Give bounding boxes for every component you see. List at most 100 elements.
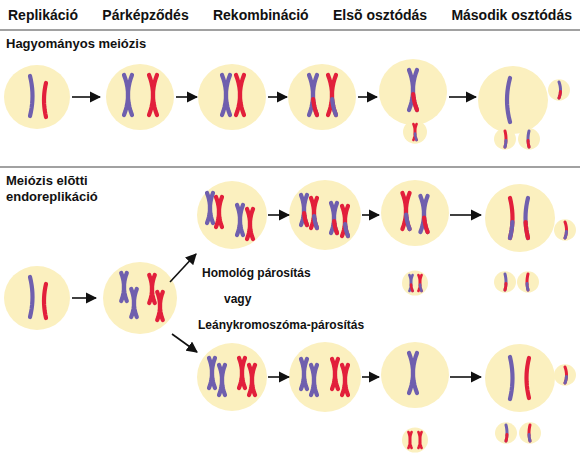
chromatid	[44, 83, 46, 117]
chromatid	[420, 432, 422, 448]
cell	[381, 180, 449, 246]
cell	[519, 422, 541, 443]
chromatid	[252, 365, 255, 395]
chromatid	[313, 75, 317, 115]
recombined-segment	[413, 94, 417, 110]
cell	[485, 184, 555, 252]
step-arrow	[72, 297, 96, 299]
step-arrow	[450, 214, 481, 216]
column-header: Párképződés	[102, 7, 188, 24]
chromatid	[335, 359, 338, 389]
chromatid	[219, 197, 222, 227]
cell	[495, 422, 517, 443]
cell	[402, 270, 428, 295]
recombined-segment	[527, 141, 531, 147]
chromatid	[250, 209, 253, 239]
chromatid	[424, 196, 428, 232]
recombined-segment	[504, 284, 508, 290]
recombined-segment	[510, 222, 512, 238]
chromatid	[210, 193, 213, 223]
step-arrow	[72, 96, 100, 98]
cell	[494, 128, 516, 149]
chromatid	[44, 284, 46, 318]
cell	[4, 266, 70, 330]
cell	[198, 64, 266, 130]
recombined-segment	[505, 435, 509, 441]
chromatid	[304, 359, 307, 389]
chromatid	[153, 75, 157, 115]
chromatid	[410, 432, 412, 448]
cell	[197, 181, 267, 249]
cell	[402, 427, 428, 452]
chromatid	[413, 70, 417, 110]
column-header: Rekombináció	[213, 7, 309, 24]
chromatid	[124, 273, 127, 301]
step-arrow	[268, 376, 289, 378]
chromatid	[332, 75, 336, 115]
chromatid	[30, 277, 33, 317]
cell	[517, 271, 539, 292]
cell	[518, 128, 540, 149]
cell	[288, 64, 356, 130]
chromatid	[242, 358, 245, 388]
cell	[478, 66, 548, 134]
cell	[554, 219, 576, 240]
header-rule	[0, 29, 580, 30]
cell	[379, 59, 447, 125]
chromatid	[507, 78, 510, 122]
section-title: Meiózis elõtti endoreplikáció	[6, 173, 156, 204]
chromosomes	[30, 70, 567, 448]
recombined-segment	[313, 99, 317, 115]
recombined-segment	[528, 435, 532, 441]
chromatid	[160, 292, 163, 320]
column-header: Elsõ osztódás	[333, 7, 427, 24]
chromatid	[345, 365, 348, 395]
cell	[494, 271, 516, 292]
chromatid	[510, 357, 513, 399]
pairing-label: vagy	[224, 292, 251, 306]
recombined-segment	[304, 213, 307, 225]
chromatid	[314, 365, 317, 395]
column-header-row: Replikáció Párképződés Rekombináció Elsõ os…	[0, 7, 580, 24]
chromatid	[30, 76, 33, 116]
step-arrow	[450, 376, 481, 378]
chromatid	[334, 203, 337, 233]
chromatid	[406, 193, 410, 229]
chromatid	[527, 358, 530, 398]
cells	[4, 59, 576, 453]
recombined-segment	[424, 218, 427, 232]
recombined-segment	[565, 377, 566, 383]
chromatid	[505, 131, 506, 147]
chromatid	[565, 222, 567, 238]
chromatid	[240, 205, 243, 235]
recombined-segment	[504, 141, 508, 147]
chromatid	[134, 289, 137, 317]
cell	[106, 64, 174, 130]
cell	[197, 343, 267, 411]
chromatid	[314, 198, 317, 228]
chromatid	[559, 82, 561, 98]
cell	[485, 344, 555, 412]
chromatid	[222, 365, 225, 395]
recombined-segment	[411, 285, 413, 291]
chromatid	[415, 124, 417, 140]
recombined-segment	[565, 232, 566, 238]
step-arrow	[268, 96, 287, 98]
section-title: Hagyományos meiózis	[6, 36, 146, 52]
recombined-segment	[415, 134, 417, 140]
column-header: Replikáció	[8, 7, 78, 24]
cell	[289, 180, 361, 250]
chromatid	[528, 131, 529, 147]
chromatid	[226, 75, 230, 115]
chromatid	[505, 274, 506, 290]
chromatid	[152, 275, 155, 303]
cell	[289, 342, 361, 412]
column-header: Második osztódás	[451, 7, 572, 24]
recombined-segment	[334, 221, 337, 233]
recombined-segment	[345, 224, 348, 236]
chromatid	[212, 358, 215, 388]
step-arrow	[358, 96, 377, 98]
chromatid	[526, 198, 529, 238]
